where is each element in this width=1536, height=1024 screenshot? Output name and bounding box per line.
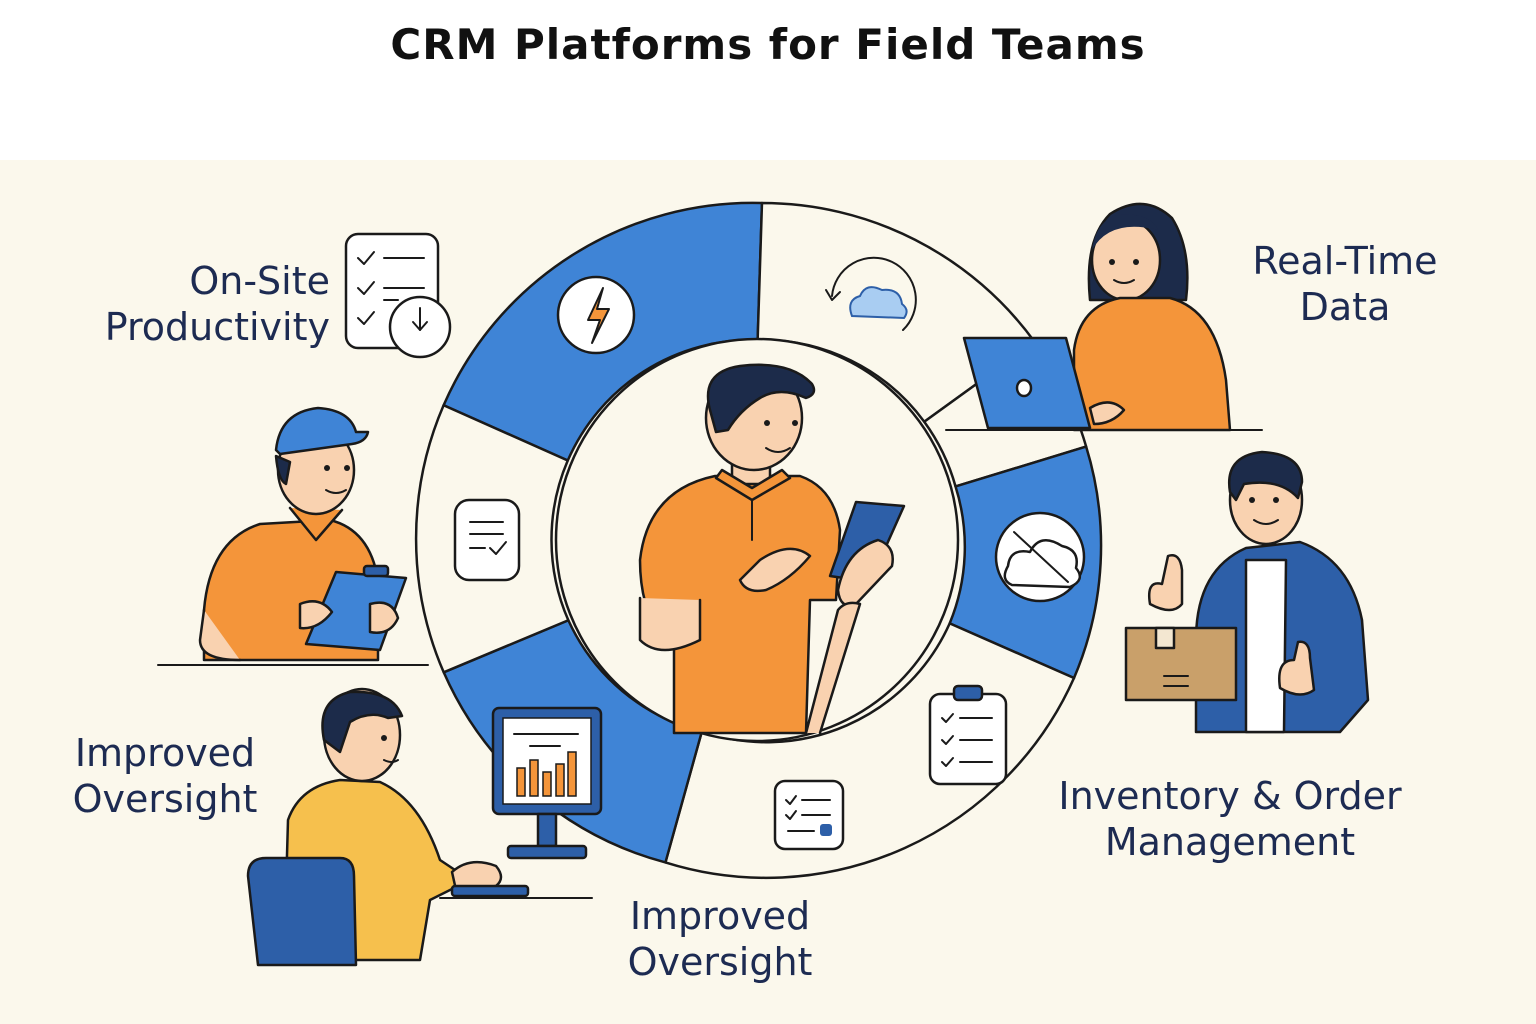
lightning-icon	[556, 275, 636, 355]
task-list-clock-icon	[344, 232, 452, 359]
title-band	[0, 0, 1536, 160]
page-title: CRM Platforms for Field Teams	[390, 20, 1146, 69]
label-real-time-data: Real-Time Data	[1252, 239, 1438, 329]
clipboard-checklist-icon	[928, 684, 1008, 786]
checklist-icon	[773, 779, 845, 851]
woman-with-laptop	[945, 202, 1263, 432]
person-with-cap-and-tablet	[157, 406, 429, 666]
man-with-box-thumbs-up	[1124, 450, 1370, 734]
cloud-sync-icon	[825, 256, 917, 331]
chart-monitor-icon	[491, 706, 603, 860]
document-check-icon	[453, 498, 521, 582]
no-cloud-icon	[994, 511, 1086, 603]
center-person-with-phone	[638, 363, 906, 735]
label-on-site-productivity: On-Site Productivity	[104, 259, 330, 349]
man-at-computer	[246, 687, 593, 967]
label-improved-oversight-bottom: Improved Oversight	[627, 894, 813, 984]
label-inventory-order-management: Inventory & Order Management	[1058, 774, 1402, 864]
label-improved-oversight-left: Improved Oversight	[72, 731, 258, 821]
